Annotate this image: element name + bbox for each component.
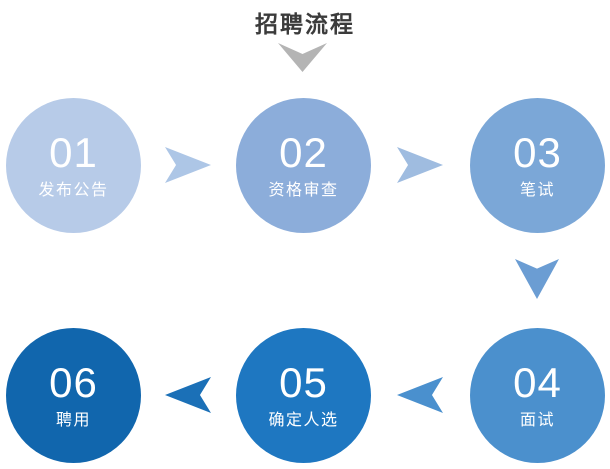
arrow-right-icon	[397, 147, 443, 183]
step-number: 05	[279, 358, 328, 406]
step-number: 06	[49, 358, 98, 406]
step-label: 资格审查	[268, 181, 339, 199]
step-label: 聘用	[55, 411, 91, 429]
step-label: 面试	[519, 411, 555, 429]
step-circle-04: 04 面试	[470, 328, 605, 463]
step-circle-03: 03 笔试	[470, 98, 605, 233]
step-number: 01	[49, 128, 98, 176]
step-number: 04	[513, 358, 562, 406]
step-circle-01: 01 发布公告	[6, 98, 141, 233]
arrow-left-icon	[397, 377, 443, 413]
step-label: 笔试	[519, 181, 555, 199]
arrow-right-icon	[165, 147, 211, 183]
step-number: 03	[513, 128, 562, 176]
step-circle-05: 05 确定人选	[236, 328, 371, 463]
step-label: 确定人选	[268, 411, 339, 429]
chevron-down-icon	[278, 43, 327, 72]
step-circle-06: 06 聘用	[6, 328, 141, 463]
arrow-down-icon	[515, 259, 559, 299]
step-circle-02: 02 资格审查	[236, 98, 371, 233]
step-number: 02	[279, 128, 328, 176]
step-label: 发布公告	[38, 181, 109, 199]
arrow-left-icon	[165, 377, 211, 413]
page-title: 招聘流程	[255, 11, 355, 37]
